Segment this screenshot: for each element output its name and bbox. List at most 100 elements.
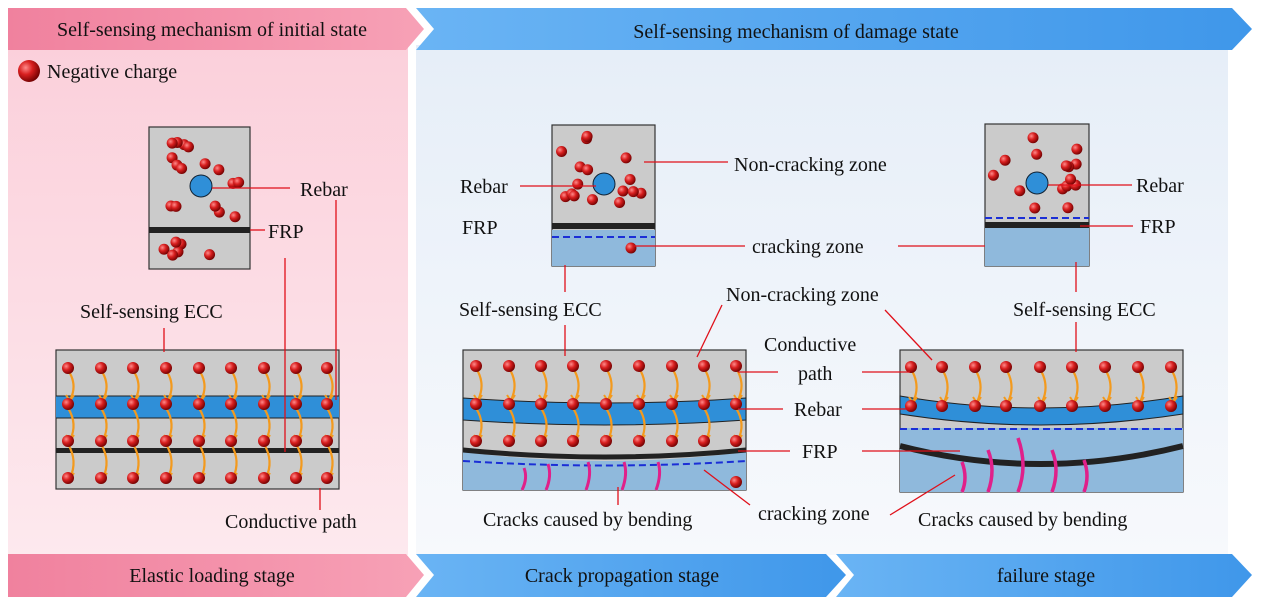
crack-cracks-label: Cracks caused by bending [483, 509, 692, 531]
negative-charge-dot [127, 362, 139, 374]
negative-charge-dot [1060, 160, 1072, 172]
rebar-icon [592, 172, 616, 196]
initial-state-title: Self-sensing mechanism of initial state [57, 19, 367, 41]
damage-state-header-bar [416, 8, 1252, 50]
negative-charge-dot [62, 435, 74, 447]
negative-charge-dot [170, 236, 182, 248]
negative-charge-dot [969, 400, 981, 412]
legend-negative-charge-label: Negative charge [47, 61, 177, 83]
negative-charge-dot [258, 362, 270, 374]
negative-charge-dot [633, 360, 645, 372]
negative-charge-dot [987, 169, 999, 181]
negative-charge-dot [633, 398, 645, 410]
negative-charge-dot [1034, 400, 1046, 412]
negative-charge-dot [1000, 361, 1012, 373]
negative-charge-dot [182, 141, 194, 153]
damage-state-title: Self-sensing mechanism of damage state [633, 21, 959, 43]
negative-charge-dot [95, 398, 107, 410]
negative-charge-dot [1031, 148, 1043, 160]
negative-charge-dot [614, 197, 626, 209]
negative-charge-dot [600, 360, 612, 372]
crack-non-cracking-zone-top-label: Non-cracking zone [734, 154, 887, 176]
negative-charge-dot [290, 472, 302, 484]
negative-charge-dot [321, 362, 333, 374]
elastic-stage-bar [8, 554, 424, 597]
negative-charge-icon [18, 60, 40, 82]
negative-charge-dot [1099, 400, 1111, 412]
negative-charge-dot [730, 398, 742, 410]
rebar-icon [1025, 171, 1049, 195]
negative-charge-dot [95, 435, 107, 447]
crack-stage-label: Crack propagation stage [525, 565, 719, 587]
negative-charge-dot [1014, 185, 1026, 197]
crack-frp-mid-label: FRP [802, 441, 838, 463]
crack-non-cracking-zone-mid-label: Non-cracking zone [726, 284, 879, 306]
crack-frp-label: FRP [462, 217, 498, 239]
negative-charge-dot [470, 398, 482, 410]
negative-charge-dot [204, 249, 216, 261]
negative-charge-dot [1132, 361, 1144, 373]
negative-charge-dot [193, 472, 205, 484]
crack-cross-section [551, 124, 656, 267]
negative-charge-dot [535, 360, 547, 372]
negative-charge-dot [160, 435, 172, 447]
elastic-rebar-label: Rebar [300, 179, 348, 201]
negative-charge-dot [617, 185, 629, 197]
negative-charge-dot [1027, 132, 1039, 144]
negative-charge-dot [936, 400, 948, 412]
negative-charge-dot [470, 435, 482, 447]
negative-charge-dot [290, 398, 302, 410]
negative-charge-dot [1066, 361, 1078, 373]
negative-charge-dot [969, 361, 981, 373]
elastic-stage-label: Elastic loading stage [129, 565, 295, 587]
negative-charge-dot [1165, 361, 1177, 373]
negative-charge-dot [698, 398, 710, 410]
negative-charge-dot [567, 398, 579, 410]
negative-charge-dot [62, 398, 74, 410]
negative-charge-dot [193, 435, 205, 447]
negative-charge-dot [556, 146, 568, 158]
negative-charge-dot [1029, 202, 1041, 214]
negative-charge-dot [503, 398, 515, 410]
failure-cross-section [984, 123, 1090, 267]
negative-charge-dot [258, 472, 270, 484]
negative-charge-dot [170, 200, 182, 212]
negative-charge-dot [567, 435, 579, 447]
negative-charge-dot [290, 435, 302, 447]
negative-charge-dot [999, 154, 1011, 166]
negative-charge-dot [127, 435, 139, 447]
crack-beam [462, 349, 747, 491]
negative-charge-dot [627, 186, 639, 198]
negative-charge-dot [193, 362, 205, 374]
negative-charge-dot [225, 398, 237, 410]
negative-charge-dot [730, 435, 742, 447]
negative-charge-dot [225, 362, 237, 374]
crack-stage-bar [416, 554, 846, 597]
negative-charge-dot [160, 472, 172, 484]
negative-charge-dot [225, 472, 237, 484]
negative-charge-dot [160, 398, 172, 410]
negative-charge-dot [62, 472, 74, 484]
negative-charge-dot [1065, 173, 1077, 185]
negative-charge-dot [730, 476, 742, 488]
failure-rebar-label: Rebar [1136, 175, 1184, 197]
negative-charge-dot [1062, 202, 1074, 214]
negative-charge-dot [666, 398, 678, 410]
elastic-cross-section [148, 126, 251, 270]
crack-cracking-zone-top-label: cracking zone [752, 236, 864, 258]
negative-charge-dot [905, 361, 917, 373]
negative-charge-dot [95, 472, 107, 484]
negative-charge-dot [1000, 400, 1012, 412]
crack-conductive-path-label-1: Conductive [764, 334, 856, 356]
initial-state-header-bar [8, 8, 424, 50]
negative-charge-dot [1071, 143, 1083, 155]
negative-charge-dot [158, 243, 170, 255]
elastic-conductive-path-label: Conductive path [225, 511, 357, 533]
negative-charge-dot [936, 361, 948, 373]
negative-charge-dot [321, 398, 333, 410]
negative-charge-dot [730, 360, 742, 372]
negative-charge-dot [581, 130, 593, 142]
negative-charge-dot [176, 163, 188, 175]
failure-frp-label: FRP [1140, 216, 1176, 238]
